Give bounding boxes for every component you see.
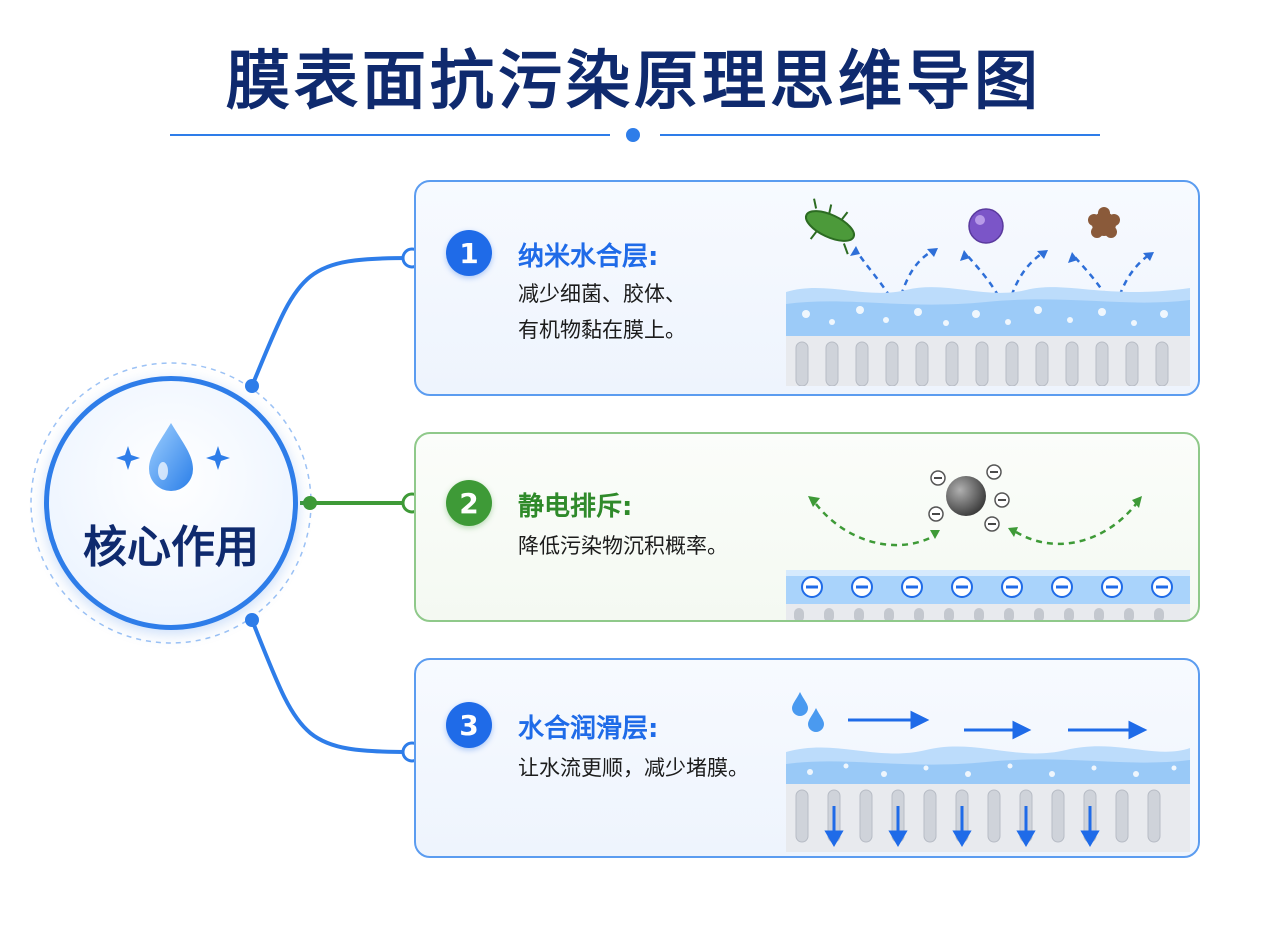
flow-arrow-icon (848, 710, 1148, 740)
organic-matter-icon (1088, 207, 1120, 238)
permeate-flow-arrow-icon (824, 806, 1100, 847)
card-title: 水合润滑层: (518, 714, 659, 744)
card-description-line: 降低污染物沉积概率。 (518, 534, 728, 558)
card-description: 减少细菌、胶体、 有机物黏在膜上。 (518, 276, 686, 348)
card-lubrication-layer: 3 水合润滑层: 让水流更顺，减少堵膜。 (414, 658, 1200, 858)
electrostatic-repulsion-illustration (786, 464, 1190, 620)
negative-charge-icon (801, 576, 1173, 598)
core-node: 核心作用 (44, 376, 298, 630)
colloid-particle-icon (968, 208, 1004, 244)
card-hydration-layer: 1 纳米水合层: 减少细菌、胶体、 有机物黏在膜上。 (414, 180, 1200, 396)
card-number-badge: 1 (446, 230, 492, 276)
lubrication-flow-illustration (786, 692, 1190, 852)
card-title: 纳米水合层: (518, 242, 659, 272)
water-drop-icon (116, 423, 230, 491)
hydration-layer-illustration (786, 198, 1190, 386)
bacteria-icon (804, 198, 856, 255)
water-droplets-icon (792, 692, 824, 732)
core-label: 核心作用 (83, 522, 259, 573)
card-electrostatic-repulsion: 2 静电排斥: 降低污染物沉积概率。 (414, 432, 1200, 622)
pollutant-particle-icon (946, 476, 986, 516)
card-description-line: 让水流更顺，减少堵膜。 (518, 756, 749, 780)
title-divider (170, 128, 1100, 142)
card-title: 静电排斥: (518, 492, 633, 522)
card-description: 降低污染物沉积概率。 (518, 528, 728, 564)
card-description-line: 有机物黏在膜上。 (518, 318, 686, 342)
card-description: 让水流更顺，减少堵膜。 (518, 750, 749, 786)
card-description-line: 减少细菌、胶体、 (518, 282, 686, 306)
card-number-badge: 3 (446, 702, 492, 748)
page-title: 膜表面抗污染原理思维导图 (226, 45, 1042, 119)
card-number-badge: 2 (446, 480, 492, 526)
